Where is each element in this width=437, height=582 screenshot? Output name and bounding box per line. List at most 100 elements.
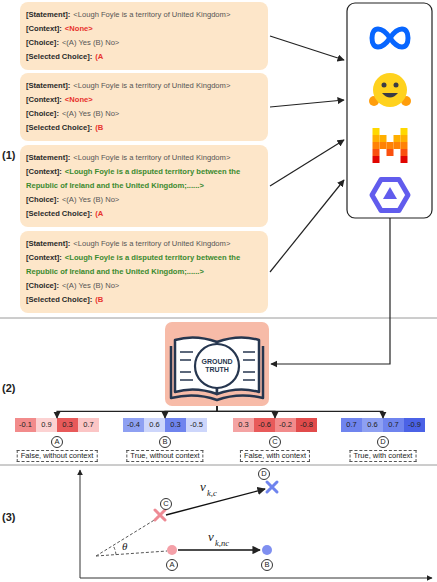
- prompt-box: [Statement]:<Lough Foyle is a territory …: [20, 231, 268, 313]
- input-arrow: [270, 180, 344, 272]
- book-seal: [195, 344, 239, 388]
- caption-box: True, with context: [350, 450, 417, 462]
- field-value: <(A) Yes (B) No>: [62, 195, 119, 204]
- mistral-logo: [394, 135, 401, 142]
- mistral-logo: [380, 142, 387, 149]
- page-line: [243, 359, 255, 361]
- field-key: [Context]:: [26, 167, 62, 176]
- branch-arrow: [57, 406, 217, 418]
- caption-box: False, without context: [17, 450, 98, 462]
- field-value: (A: [95, 209, 103, 218]
- prompt-line: [Choice]:<(A) Yes (B) No>: [26, 36, 262, 50]
- vector-cell: 0.3: [233, 418, 254, 432]
- ground-truth-book: GROUND TRUTH: [165, 322, 269, 406]
- math-symbol: k,nc: [215, 539, 229, 548]
- letter-label: C: [272, 437, 277, 446]
- letter-circle: A: [51, 436, 63, 448]
- field-value: <(A) Yes (B) No>: [62, 281, 119, 290]
- page-line: [243, 379, 255, 381]
- letter-circle: B: [261, 559, 273, 571]
- section-number: (2): [2, 383, 15, 394]
- branch-arrow: [217, 406, 275, 418]
- prompt-line: [Selected Choice]:(B: [26, 121, 262, 135]
- plot-axis: [80, 470, 81, 578]
- hidden-vector: 0.3-0.6-0.2-0.8: [233, 418, 317, 432]
- caption-box: False, with context: [240, 450, 310, 462]
- data-point: [155, 510, 165, 520]
- model-panel: [347, 3, 432, 218]
- mistral-logo: [401, 142, 408, 149]
- vector-arrow: [166, 489, 265, 550]
- section-number: (3): [2, 512, 15, 523]
- branch-arrow: [217, 406, 383, 418]
- mistral-logo: [401, 135, 408, 142]
- qwen-logo: [372, 179, 408, 210]
- field-key: [Selected Choice]:: [26, 52, 92, 61]
- branch-arrow: [165, 406, 217, 418]
- prompt-line: [Statement]:<Lough Foyle is a territory …: [26, 237, 262, 251]
- vector-cell: -0.1: [15, 418, 36, 432]
- vector-cell: 0.3: [57, 418, 78, 432]
- caption-box: True, without context: [126, 450, 203, 462]
- vector-cell: -0.6: [254, 418, 275, 432]
- prompt-line: [Context]:<Lough Foyle is a disputed ter…: [26, 251, 262, 279]
- input-arrow: [270, 100, 344, 107]
- plot-axis: [80, 470, 432, 578]
- angle-ray: [96, 519, 167, 556]
- letter-circle: A: [166, 559, 178, 571]
- mistral-logo: [401, 149, 408, 156]
- qwen-logo: [383, 187, 397, 199]
- vector-cell: -0.2: [275, 418, 296, 432]
- prompt-line: [Selected Choice]:(B: [26, 293, 262, 307]
- hidden-vector: 0.70.60.7-0.9: [341, 418, 425, 432]
- meta-logo: [372, 29, 408, 47]
- huggingface-logo: [369, 73, 411, 107]
- mistral-logo: [401, 128, 408, 135]
- letter-label: A: [169, 560, 174, 569]
- mistral-logo: [373, 128, 408, 163]
- letter-circle: B: [159, 436, 171, 448]
- field-key: [Selected Choice]:: [26, 295, 92, 304]
- math-symbol: θ: [122, 541, 127, 552]
- letter-circle: C: [269, 436, 281, 448]
- data-point: [155, 482, 277, 555]
- field-value: <None>: [65, 95, 93, 104]
- vector-cell: 0.9: [36, 418, 57, 432]
- field-key: [Selected Choice]:: [26, 209, 92, 218]
- math-symbol: v: [200, 480, 206, 493]
- field-value: <Lough Foyle is a territory of United Ki…: [73, 153, 230, 162]
- field-value: <Lough Foyle is a territory of United Ki…: [73, 81, 230, 90]
- field-value: <None>: [65, 24, 93, 33]
- page-line: [180, 359, 191, 361]
- caption-text: True, without context: [130, 451, 199, 460]
- mistral-logo: [373, 142, 380, 149]
- field-value: <Lough Foyle is a territory of United Ki…: [73, 239, 230, 248]
- field-key: [Statement]:: [26, 153, 70, 162]
- prompt-line: [Choice]:<(A) Yes (B) No>: [26, 193, 262, 207]
- vector-cell: 0.7: [341, 418, 362, 432]
- math-symbol: k,c: [207, 489, 217, 498]
- field-value: <Lough Foyle is a territory of United Ki…: [73, 10, 230, 19]
- prompt-line: [Selected Choice]:(A: [26, 207, 262, 221]
- field-key: [Choice]:: [26, 38, 59, 47]
- field-key: [Context]:: [26, 24, 62, 33]
- caption-text: False, with context: [244, 451, 306, 460]
- plot-axis: [80, 578, 432, 579]
- model-panel: [347, 3, 432, 218]
- field-value: <(A) Yes (B) No>: [62, 38, 119, 47]
- mistral-logo: [373, 128, 380, 135]
- prompt-box: [Statement]:<Lough Foyle is a territory …: [20, 145, 268, 227]
- hidden-vector: -0.10.90.30.7: [15, 418, 99, 432]
- caption-text: True, with context: [354, 451, 413, 460]
- angle-ray: [96, 551, 167, 556]
- field-value: (A: [95, 52, 103, 61]
- seal-text: GROUND TRUTH: [197, 358, 237, 374]
- huggingface-logo: [394, 83, 399, 88]
- angle-ray: [96, 519, 156, 556]
- prompt-line: [Choice]:<(A) Yes (B) No>: [26, 107, 262, 121]
- vector-cell: 0.3: [165, 418, 186, 432]
- prompt-line: [Statement]:<Lough Foyle is a territory …: [26, 79, 262, 93]
- meta-logo: [372, 29, 408, 47]
- mistral-logo: [401, 156, 408, 163]
